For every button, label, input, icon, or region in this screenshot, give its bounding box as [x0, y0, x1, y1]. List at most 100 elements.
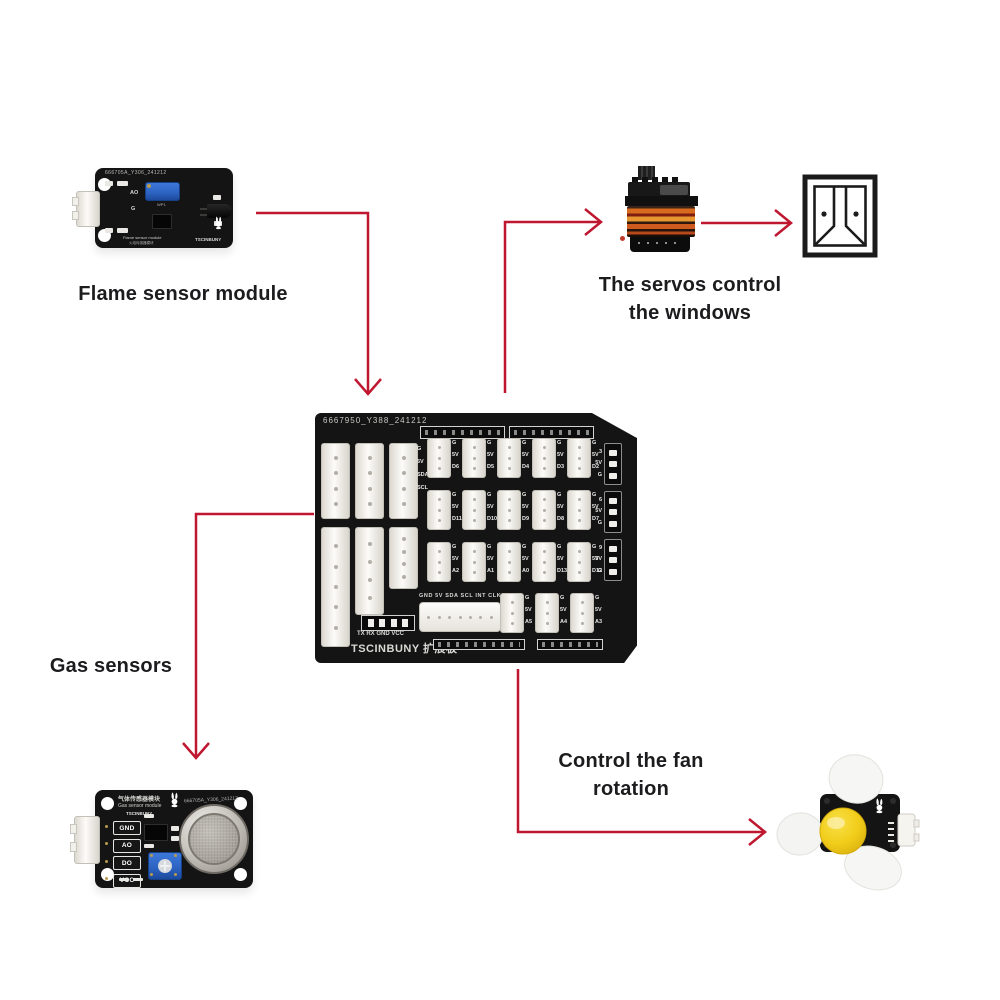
servo-caption-line2: the windows [628, 302, 752, 324]
header-strip [537, 639, 603, 650]
ir-lead [200, 208, 208, 210]
servo-pins [632, 177, 678, 183]
pot-pad [147, 184, 151, 188]
fan-connector [897, 813, 916, 847]
ic-chip [144, 824, 168, 841]
left-io-connector [321, 527, 350, 647]
flame-serial: 666705A_Y306_241212 [105, 170, 167, 176]
gas-caption: Gas sensors [36, 652, 186, 680]
connector-pin [70, 824, 77, 834]
smd-component [117, 181, 128, 186]
smd-component [117, 228, 128, 233]
open-window-icon [802, 174, 878, 258]
left-io-connector [389, 443, 418, 519]
mounting-hole [101, 868, 114, 881]
board-serial: 6667950_Y388_241212 [323, 416, 428, 425]
ir-lead [200, 214, 208, 216]
uart-header [361, 615, 415, 631]
solder-pad [105, 860, 108, 863]
flame-caption: Flame sensor module [38, 280, 328, 308]
edge-connector [604, 443, 622, 485]
connector-pin [72, 211, 79, 220]
board-brand: TSCINBUNY 扩展板 [351, 643, 458, 655]
pot-screw [158, 859, 172, 873]
pot-pad [174, 854, 177, 857]
gas-caption-text: Gas sensors [49, 655, 173, 677]
gas-pin-do: DO [113, 856, 141, 870]
fan-pin-labels [888, 822, 894, 842]
pot-pad [150, 873, 153, 876]
gas-title-cn: 气体传感器模块 [118, 797, 161, 803]
fan-hub [819, 807, 867, 855]
flame-jst-connector [76, 191, 100, 227]
gas-jst-connector [74, 816, 100, 864]
edge-connector [604, 491, 622, 533]
servo-base-label [638, 242, 680, 244]
fan-caption: Control the fan rotation [526, 747, 736, 803]
header-strip [420, 426, 505, 439]
flame-pin-g: G [131, 206, 136, 212]
smd-component [213, 195, 221, 200]
arrow-board-to-fan [516, 669, 767, 846]
servo-motor [612, 160, 712, 256]
arrow-flame-to-board [256, 211, 382, 396]
arrow-servo-to-window [701, 209, 793, 237]
fan-blade [776, 812, 824, 856]
expansion-board: 6667950_Y388_241212 GND 5V SDA SCL INT C… [315, 413, 637, 663]
mounting-hole [101, 797, 114, 810]
flame-sensor-module: 666705A_Y306_241212 AO G WP1 Flame senso… [72, 164, 236, 252]
left-io-connector [389, 527, 418, 589]
solder-pad [105, 825, 108, 828]
flame-brand: TSCINBUNY [195, 237, 222, 242]
left-io-connector [355, 527, 384, 615]
rabbit-logo-icon [215, 216, 222, 230]
fan-caption-line1: Control the fan [558, 750, 704, 772]
pot-label: WP1 [157, 202, 166, 207]
flame-caption-text: Flame sensor module [78, 283, 288, 305]
smd-component [133, 878, 143, 881]
flame-caption-cn: 火焰传感器模块 [129, 241, 154, 245]
smd-component [105, 228, 113, 233]
mounting-hole [234, 868, 247, 881]
arrow-board-to-gas [182, 512, 314, 760]
servo-caption: The servos control the windows [558, 271, 822, 327]
pot-pad [150, 854, 153, 857]
pot-pad [174, 873, 177, 876]
smd-component [171, 836, 179, 841]
servo-caption-line1: The servos control [598, 274, 782, 296]
gas-brand: TSCINBUNY [126, 811, 153, 816]
smd-component [144, 844, 154, 848]
uart-header-labels: TX RX GND VCC [357, 631, 405, 637]
fan-module [776, 754, 920, 891]
header-strip [433, 639, 525, 650]
fan-blade [844, 845, 902, 891]
arrow-board-to-servo [503, 208, 603, 393]
solder-pad [105, 877, 108, 880]
gas-title-en: Gas sensor module [118, 803, 162, 809]
header-strip [509, 426, 594, 439]
smd-component [119, 878, 129, 881]
servo-connector [638, 166, 655, 180]
gas-pin-gnd: GND [113, 821, 141, 835]
left-io-connector [355, 443, 384, 519]
